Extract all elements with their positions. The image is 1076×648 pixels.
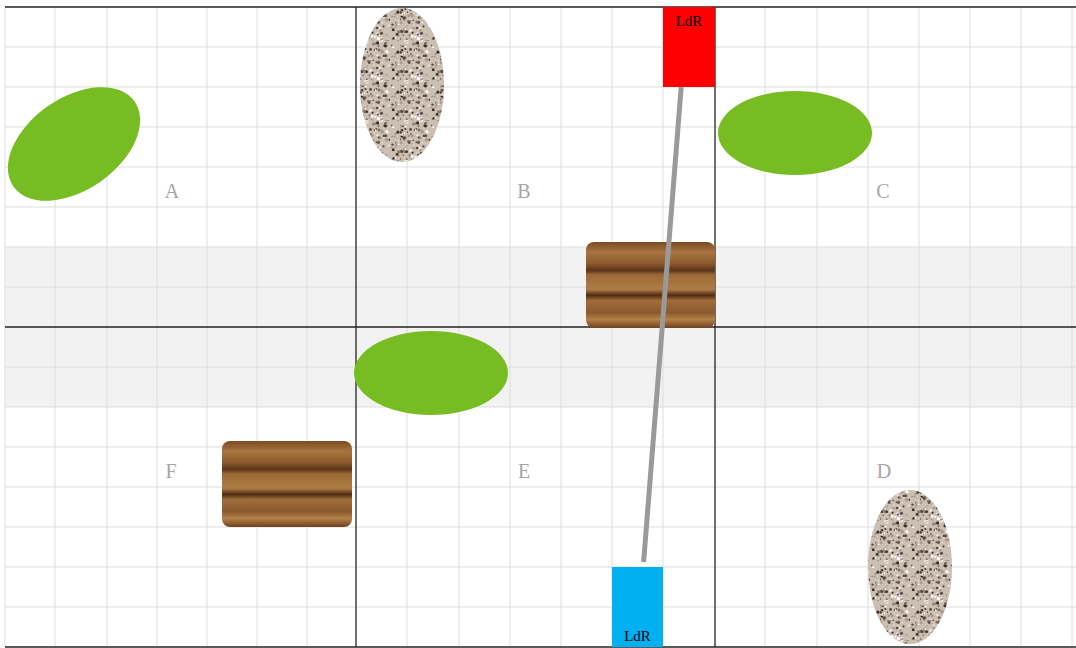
wood-block <box>222 441 352 527</box>
sensor-box: LdR <box>612 567 663 647</box>
zone-letter: C <box>876 181 889 201</box>
sensor-label: LdR <box>676 13 703 30</box>
road-band <box>5 247 1076 327</box>
gravel-ellipse <box>360 8 444 162</box>
grid <box>5 7 1076 647</box>
zone-letter: E <box>518 461 530 481</box>
sensor-box: LdR <box>663 7 715 87</box>
green-ellipse <box>718 91 872 175</box>
zone-letter: D <box>877 461 891 481</box>
green-ellipse <box>354 331 508 415</box>
zone-letter: A <box>165 181 179 201</box>
cable-line <box>644 87 682 562</box>
gravel-ellipse <box>868 490 952 644</box>
cell-borders <box>5 7 1076 647</box>
green-ellipse <box>0 64 161 224</box>
zone-letter: B <box>517 181 530 201</box>
sensor-label: LdR <box>624 628 651 645</box>
zone-letter: F <box>165 461 176 481</box>
wood-block <box>586 242 715 328</box>
road-band <box>5 327 1076 407</box>
